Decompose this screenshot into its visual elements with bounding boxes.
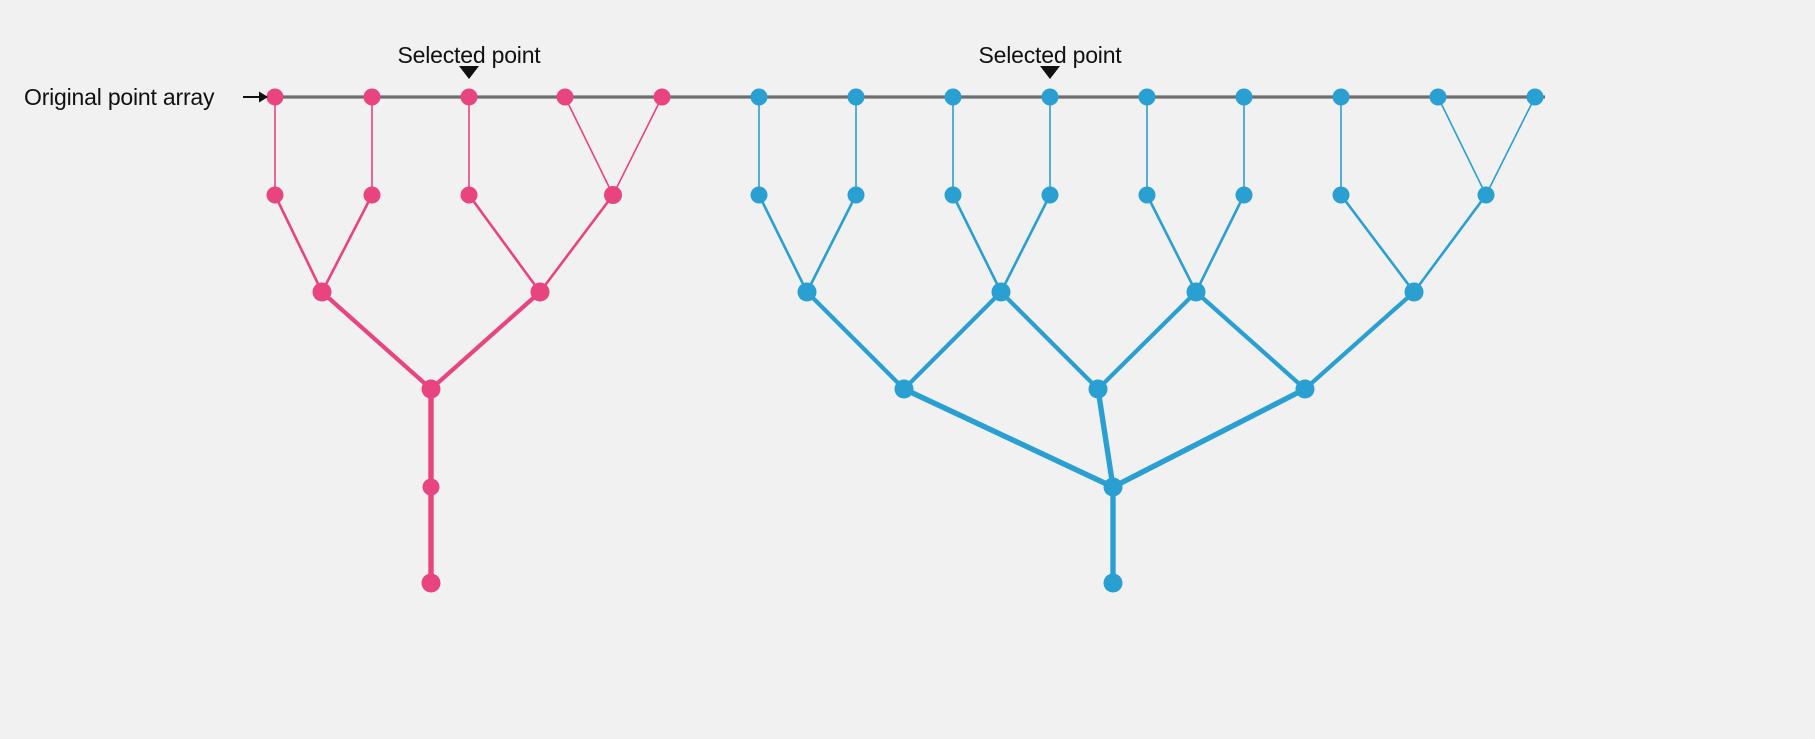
tree-edge bbox=[1193, 289, 1308, 392]
tree-node[interactable] bbox=[556, 88, 574, 106]
tree-node[interactable] bbox=[1138, 186, 1156, 204]
tree-node[interactable] bbox=[312, 282, 332, 302]
tree-node[interactable] bbox=[1295, 379, 1315, 399]
tree-node[interactable] bbox=[266, 88, 284, 106]
tree-node[interactable] bbox=[421, 379, 441, 399]
tree-edge bbox=[564, 96, 614, 196]
tree-edge bbox=[428, 289, 543, 392]
tree-edge bbox=[1339, 193, 1416, 294]
tree-node[interactable] bbox=[1041, 88, 1059, 106]
tree-edge bbox=[1095, 386, 1116, 490]
tree-node[interactable] bbox=[422, 478, 440, 496]
tree-node[interactable] bbox=[1404, 282, 1424, 302]
tree-edge bbox=[1302, 289, 1417, 392]
selected-point-marker-left-caret-down-icon bbox=[459, 66, 479, 79]
tree-node[interactable] bbox=[1138, 88, 1156, 106]
selected-point-marker-right-caret-down-icon bbox=[1040, 66, 1060, 79]
tree-nodes-layer bbox=[266, 88, 1544, 593]
tree-node[interactable] bbox=[1526, 88, 1544, 106]
tree-edge bbox=[612, 96, 663, 196]
tree-node[interactable] bbox=[1041, 186, 1059, 204]
tree-node[interactable] bbox=[1088, 379, 1108, 399]
tree-node[interactable] bbox=[1103, 573, 1123, 593]
tree-edge bbox=[1110, 386, 1308, 490]
tree-node[interactable] bbox=[1235, 88, 1253, 106]
tree-node[interactable] bbox=[797, 282, 817, 302]
original-array-arrow bbox=[243, 91, 268, 103]
tree-node[interactable] bbox=[1186, 282, 1206, 302]
tree-node[interactable] bbox=[1103, 477, 1123, 497]
tree-node[interactable] bbox=[266, 186, 284, 204]
tree-node[interactable] bbox=[894, 379, 914, 399]
tree-node[interactable] bbox=[750, 88, 768, 106]
tree-node[interactable] bbox=[653, 88, 671, 106]
original-point-array-label: Original point array bbox=[24, 84, 215, 110]
tree-node[interactable] bbox=[750, 186, 768, 204]
tree-node[interactable] bbox=[1332, 88, 1350, 106]
selected-point-marker-right-label: Selected point bbox=[978, 42, 1122, 68]
tree-edge bbox=[1194, 193, 1246, 294]
tree-edge bbox=[901, 386, 1116, 490]
tree-node[interactable] bbox=[944, 186, 962, 204]
tree-edge bbox=[998, 289, 1101, 392]
tree-edge bbox=[319, 289, 434, 392]
tree-node[interactable] bbox=[847, 88, 865, 106]
tree-edge bbox=[467, 193, 542, 294]
tree-node[interactable] bbox=[847, 186, 865, 204]
tree-edge bbox=[951, 193, 1003, 294]
tree-edge bbox=[1412, 193, 1488, 294]
tree-edge bbox=[999, 193, 1052, 294]
tree-node[interactable] bbox=[604, 186, 622, 204]
tree-node[interactable] bbox=[421, 573, 441, 593]
tree-node[interactable] bbox=[363, 88, 381, 106]
tree-node[interactable] bbox=[460, 186, 478, 204]
selected-point-marker-left-label: Selected point bbox=[397, 42, 541, 68]
tree-edges-layer bbox=[273, 96, 1536, 586]
tree-node[interactable] bbox=[991, 282, 1011, 302]
tree-edge bbox=[1485, 96, 1536, 196]
tree-edge bbox=[1437, 96, 1487, 196]
arrow-head-icon bbox=[259, 91, 268, 103]
tree-edge bbox=[320, 193, 374, 294]
tree-node[interactable] bbox=[530, 282, 550, 302]
tree-node[interactable] bbox=[460, 88, 478, 106]
tree-node[interactable] bbox=[1477, 186, 1495, 204]
tree-node[interactable] bbox=[1429, 88, 1447, 106]
tree-edge bbox=[757, 193, 809, 294]
tree-edge bbox=[805, 193, 858, 294]
tree-edge bbox=[804, 289, 907, 392]
tree-edge bbox=[273, 193, 324, 294]
tree-edge bbox=[1145, 193, 1198, 294]
tree-node[interactable] bbox=[363, 186, 381, 204]
tree-node[interactable] bbox=[1235, 186, 1253, 204]
tree-node[interactable] bbox=[944, 88, 962, 106]
tree-edge bbox=[1095, 289, 1199, 392]
tree-edge bbox=[538, 193, 615, 294]
tree-node[interactable] bbox=[1332, 186, 1350, 204]
tree-edge bbox=[901, 289, 1004, 392]
